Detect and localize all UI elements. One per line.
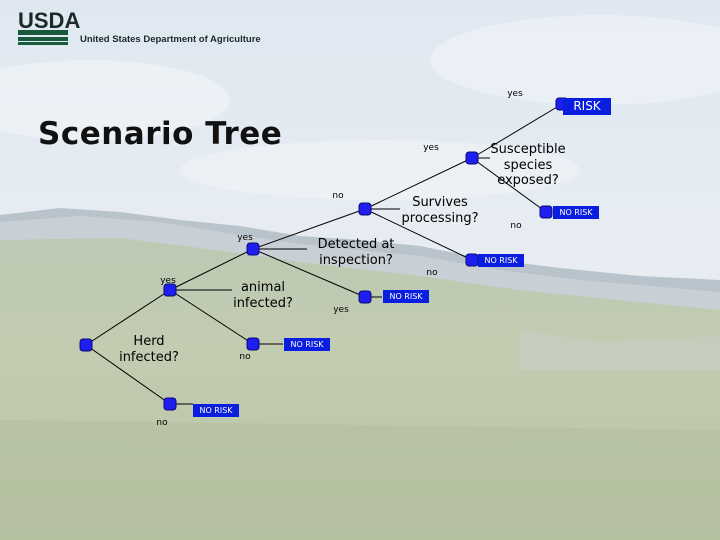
outcome-no-risk-detected: NO RISK bbox=[383, 290, 429, 303]
label-survives-no: no bbox=[426, 268, 438, 278]
branch-susceptible-yes bbox=[471, 103, 563, 159]
branch-survives-yes bbox=[364, 157, 473, 210]
label-survives-yes: yes bbox=[423, 143, 439, 153]
label-susceptible-yes: yes bbox=[507, 89, 523, 99]
label-survives-processing: Survives processing? bbox=[401, 195, 479, 226]
label-animal-no: no bbox=[239, 352, 251, 362]
label-animal-infected: animal infected? bbox=[233, 280, 293, 311]
node-susceptible bbox=[465, 151, 479, 165]
branch-detected-no bbox=[252, 208, 366, 250]
node-survives bbox=[358, 202, 372, 216]
usda-logo-text: USDA bbox=[18, 8, 81, 33]
branch-detected-yes bbox=[252, 248, 366, 298]
branch-susceptible-no bbox=[471, 157, 547, 213]
label-detected-at-inspection: Detected at inspection? bbox=[317, 237, 395, 268]
label-detected-no: no bbox=[332, 191, 344, 201]
usda-logo-icon bbox=[18, 30, 68, 45]
label-herd-yes: yes bbox=[160, 276, 176, 286]
outcome-no-risk-herd: NO RISK bbox=[193, 404, 239, 417]
page-title: Scenario Tree bbox=[38, 116, 283, 152]
node-animal bbox=[163, 283, 177, 297]
label-detected-yes: yes bbox=[333, 305, 349, 315]
tree-branches bbox=[85, 103, 563, 405]
label-herd-no: no bbox=[156, 418, 168, 428]
usda-logo: USDA bbox=[18, 8, 80, 50]
label-susceptible-species-exposed: Susceptible species exposed? bbox=[490, 142, 566, 189]
label-animal-yes: yes bbox=[237, 233, 253, 243]
branch-animal-no bbox=[169, 289, 254, 345]
outcome-no-risk-susceptible: NO RISK bbox=[553, 206, 599, 219]
branch-herd-no bbox=[85, 344, 171, 405]
node-detected bbox=[246, 242, 260, 256]
branch-herd-yes bbox=[85, 289, 171, 346]
label-herd-infected: Herd infected? bbox=[119, 334, 179, 365]
branch-animal-yes bbox=[169, 248, 254, 291]
outcome-no-risk-survives: NO RISK bbox=[478, 254, 524, 267]
node-survives-no-end bbox=[465, 253, 479, 267]
node-animal-no-end bbox=[246, 337, 260, 351]
node-herd-no-end bbox=[163, 397, 177, 411]
outcome-risk: RISK bbox=[563, 98, 611, 115]
node-herd bbox=[79, 338, 93, 352]
node-detected-yes-end bbox=[358, 290, 372, 304]
branch-survives-no bbox=[364, 208, 473, 261]
label-susceptible-no: no bbox=[510, 221, 522, 231]
node-susceptible-no-end bbox=[539, 205, 553, 219]
department-name: United States Department of Agriculture bbox=[80, 34, 261, 45]
outcome-no-risk-animal: NO RISK bbox=[284, 338, 330, 351]
